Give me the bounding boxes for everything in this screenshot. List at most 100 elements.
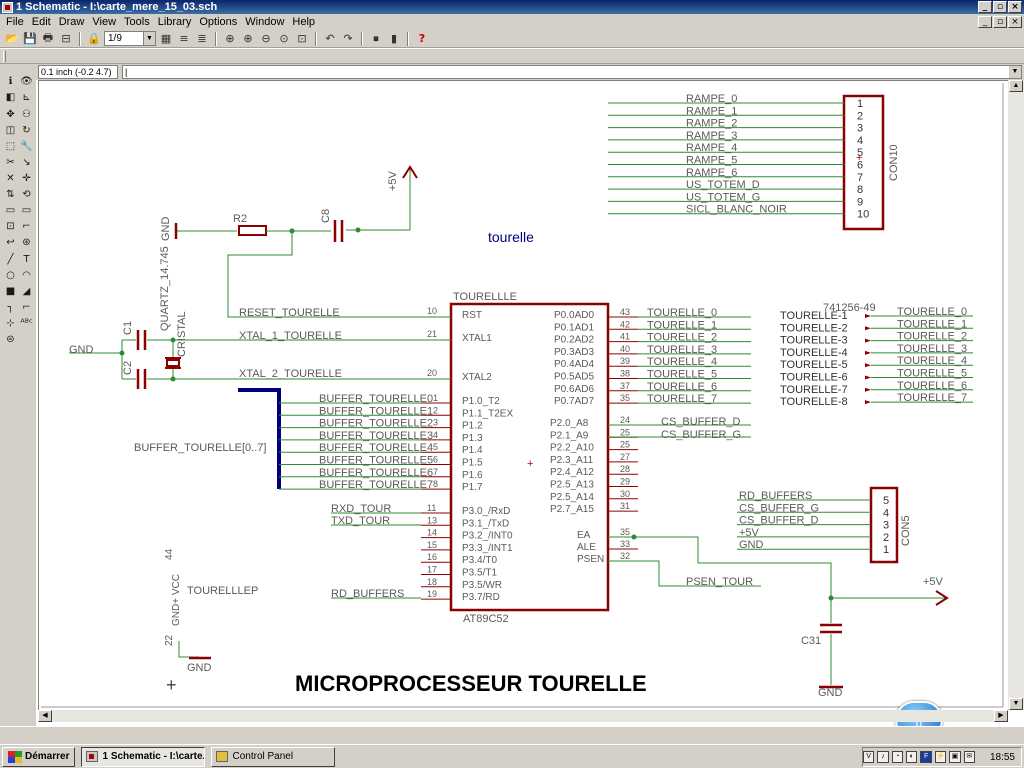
scroll-up-icon[interactable]: ▲ [1009,80,1023,92]
tray-icon[interactable]: V [862,751,875,763]
redraw-icon[interactable]: ⊙ [279,32,289,45]
label-icon[interactable]: ᴬᴮᶜ [20,317,33,329]
tray-icon[interactable]: ⚡ [934,751,947,763]
task-schematic[interactable]: 1 Schematic - I:\carte... [81,746,206,767]
pin-number: 25 [620,440,630,450]
net-label: BUFFER_TOURELLE7 [319,479,433,491]
value-icon[interactable]: ▭ [21,204,32,216]
scroll-down-icon[interactable]: ▼ [1009,698,1023,710]
menu-edit[interactable]: Edit [31,16,51,28]
chip-name: TOURELLLE [453,291,517,303]
info-icon[interactable]: ℹ [8,75,13,87]
undo-icon[interactable]: ↶ [325,32,335,45]
net-icon[interactable]: ⌐ [22,301,31,313]
task-control-panel[interactable]: Control Panel [211,746,336,767]
text-icon[interactable]: T [23,253,30,265]
net-label: BUFFER_TOURELLE2 [319,418,433,430]
con10-origin-mark: + [856,152,862,164]
ulp-icon[interactable]: ≣ [197,32,207,45]
mark-icon[interactable]: ⊾ [22,91,31,103]
split-icon[interactable]: ↩ [6,236,15,248]
mirror-icon[interactable]: ◫ [5,124,16,136]
rotate-icon[interactable]: ↻ [22,124,31,136]
name-icon[interactable]: ▭ [5,204,16,216]
group-icon[interactable]: ⬚ [5,140,16,152]
copy-icon[interactable]: ⚇ [22,108,31,120]
horizontal-scrollbar[interactable]: ◀ ▶ [38,710,1008,722]
change-icon[interactable]: 🔧 [20,140,33,152]
menu-view[interactable]: View [92,16,117,28]
pin-number: 13 [427,515,437,525]
start-button[interactable]: Démarrer [2,746,76,767]
rect-icon[interactable]: ■ [5,285,16,297]
mdi-minimize-button[interactable]: _ [978,16,992,28]
erc-icon[interactable]: ⊜ [6,333,15,345]
close-button[interactable]: × [1008,1,1022,13]
menu-options[interactable]: Options [199,16,238,28]
zoom-select-icon[interactable]: ⊡ [297,32,307,45]
menu-window[interactable]: Window [245,16,285,28]
show-icon[interactable]: 👁 [20,75,33,87]
arc-icon[interactable]: ◠ [22,269,31,281]
move-icon[interactable]: ✥ [6,108,15,120]
redo-icon[interactable]: ↷ [343,32,353,45]
mdi-restore-button[interactable]: ▫ [993,16,1007,28]
zoom-in-icon[interactable]: ⊕ [243,32,253,45]
scroll-right-icon[interactable]: ▶ [994,710,1008,722]
pinswap-icon[interactable]: ⇅ [6,188,15,200]
cam-icon[interactable]: ⊟ [61,32,71,45]
net-label: TOURELLE_1 [897,318,967,330]
circle-icon[interactable]: ○ [6,269,15,281]
help-icon[interactable]: ? [418,32,426,45]
pin-number: 10 [427,306,437,316]
bus-icon[interactable]: ┐ [7,301,14,313]
tray-icon[interactable]: ♪ [877,751,889,763]
junction-icon[interactable]: ⊹ [6,317,15,329]
print-icon[interactable]: 🖶 [42,31,54,44]
tray-icon[interactable]: ◔ [891,751,904,763]
menu-file[interactable]: File [6,16,24,28]
vertical-scrollbar[interactable]: ▲ ▼ [1008,80,1024,710]
pin-number: 43 [620,307,630,317]
wire-icon[interactable]: ╱ [7,253,14,265]
tray-icon[interactable]: ✉ [963,751,975,763]
tray-icon[interactable]: ▣ [949,751,961,763]
delete-icon[interactable]: ✕ [6,172,15,184]
go-icon[interactable]: ▮ [390,32,398,45]
paste-icon[interactable]: ✂ [6,156,15,168]
smash-icon[interactable]: ⊡ [6,220,15,232]
command-input[interactable]: | ▼ [122,65,1022,79]
stop-icon[interactable]: ⏹ [373,31,379,45]
add-icon[interactable]: ✛ [22,172,31,184]
gateswap-icon[interactable]: ⟲ [22,188,31,200]
lock-icon[interactable]: 🔒 [87,32,101,45]
zoom-fit-icon[interactable]: ⊕ [225,32,235,45]
display-icon[interactable]: ◧ [5,91,16,103]
maximize-button[interactable]: ▫ [993,1,1007,13]
script-icon[interactable]: ≡ [179,32,189,45]
menu-tools[interactable]: Tools [124,16,150,28]
zoom-out-icon[interactable]: ⊖ [261,32,271,45]
tray-icon[interactable]: ◐ [906,751,918,763]
open-icon[interactable]: 📂 [5,32,19,45]
menu-help[interactable]: Help [292,16,316,28]
pin-number: 40 [620,344,630,354]
menu-draw[interactable]: Draw [58,16,85,28]
sheet-select[interactable]: 1/9 ▼ [104,31,156,46]
polygon-icon[interactable]: ◢ [22,285,31,297]
invoke-icon[interactable]: ⊛ [22,236,31,248]
pin-name: PSEN [577,554,604,565]
mdi-close-button[interactable]: × [1008,16,1022,28]
pin-number: 6 [433,455,438,465]
connector-pin: 10 [857,209,869,221]
menu-library[interactable]: Library [157,16,192,28]
tray-icon[interactable]: F [920,751,932,763]
chevron-down-icon[interactable]: ▼ [1009,66,1021,78]
board-icon[interactable]: ▦ [160,32,172,45]
miter-icon[interactable]: ⌐ [22,220,31,232]
save-icon[interactable]: 💾 [23,32,37,45]
replace-icon[interactable]: ↘ [22,156,31,168]
scroll-left-icon[interactable]: ◀ [38,710,52,722]
minimize-button[interactable]: _ [978,1,992,13]
